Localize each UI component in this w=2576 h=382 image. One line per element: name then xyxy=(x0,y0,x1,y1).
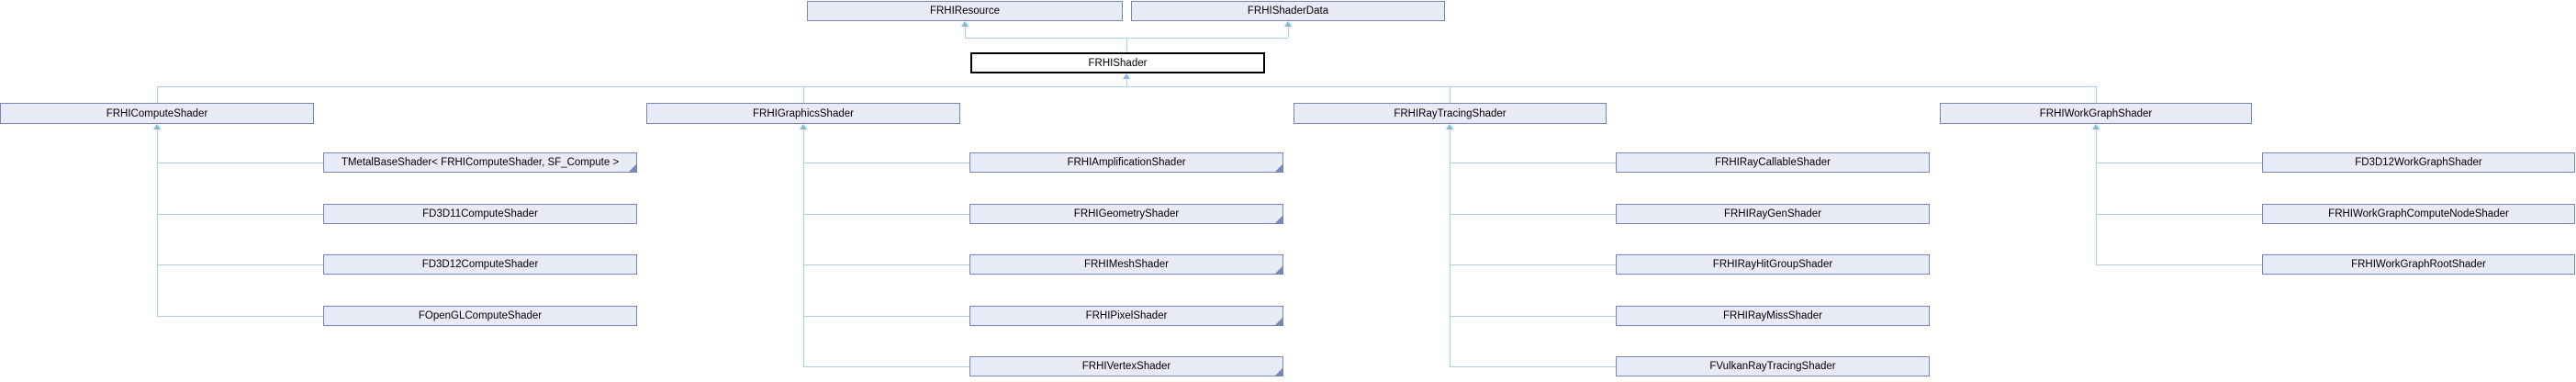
class-node-frhiworkgraphrootshader[interactable]: FRHIWorkGraphRootShader xyxy=(2262,254,2575,275)
arrowhead-up-icon xyxy=(1446,124,1453,129)
truncated-fold-icon xyxy=(1275,216,1282,223)
edge-line xyxy=(2096,86,2097,103)
class-node-label: FOpenGLComputeShader xyxy=(418,310,543,321)
truncated-fold-icon xyxy=(1275,318,1282,325)
arrowhead-up-icon xyxy=(800,124,807,129)
class-node-frhiworkgraphshader[interactable]: FRHIWorkGraphShader xyxy=(1940,103,2252,124)
class-node-frhiworkgraphcomputenodeshader[interactable]: FRHIWorkGraphComputeNodeShader xyxy=(2262,204,2575,224)
class-node-fvulkanraytracingshader[interactable]: FVulkanRayTracingShader xyxy=(1616,356,1930,376)
edge-line xyxy=(157,86,2096,87)
class-node-label: FRHIRayCallableShader xyxy=(1715,157,1831,168)
truncated-fold-icon xyxy=(1275,164,1282,172)
class-node-label: FD3D12WorkGraphShader xyxy=(2355,157,2482,168)
edge-line xyxy=(157,264,323,265)
edge-line xyxy=(803,264,969,265)
class-node-frhiresource[interactable]: FRHIResource xyxy=(807,1,1123,21)
edge-line xyxy=(1288,27,1289,38)
arrowhead-up-icon xyxy=(1123,73,1130,79)
class-node-frhirayhitgroupshader[interactable]: FRHIRayHitGroupShader xyxy=(1616,254,1930,275)
class-node-frhishaderdata[interactable]: FRHIShaderData xyxy=(1131,1,1445,21)
class-node-fd3d11computeshader[interactable]: FD3D11ComputeShader xyxy=(323,204,637,224)
class-node-fopenglcomputeshader[interactable]: FOpenGLComputeShader xyxy=(323,306,637,326)
class-node-frhigraphicsshader[interactable]: FRHIGraphicsShader xyxy=(646,103,960,124)
class-node-label: FRHIWorkGraphRootShader xyxy=(2351,259,2486,270)
class-node-tmetalbaseshader[interactable]: TMetalBaseShader< FRHIComputeShader, SF_… xyxy=(323,152,637,173)
edge-line xyxy=(803,366,969,367)
class-node-frhiraymissshader[interactable]: FRHIRayMissShader xyxy=(1616,306,1930,326)
edge-line xyxy=(1126,79,1127,86)
edge-line xyxy=(803,214,969,215)
class-node-label: FRHIRayTracingShader xyxy=(1394,107,1506,119)
edge-line xyxy=(157,214,323,215)
truncated-fold-icon xyxy=(629,164,636,172)
arrowhead-up-icon xyxy=(1284,21,1292,27)
arrowhead-up-icon xyxy=(153,124,161,129)
edge-line xyxy=(2096,264,2262,265)
edge-line xyxy=(965,27,966,38)
class-node-label: FRHIRayMissShader xyxy=(1723,310,1822,321)
class-node-frhishader: FRHIShader xyxy=(970,52,1265,73)
class-node-fd3d12workgraphshader[interactable]: FD3D12WorkGraphShader xyxy=(2262,152,2575,173)
class-node-label: FVulkanRayTracingShader xyxy=(1709,361,1836,372)
class-node-label: FD3D11ComputeShader xyxy=(422,208,538,219)
class-node-label: FRHIRayGenShader xyxy=(1723,208,1822,219)
class-node-label: FRHIMeshShader xyxy=(1083,259,1170,270)
class-node-label: FD3D12ComputeShader xyxy=(421,259,539,270)
class-node-label: FRHIGeometryShader xyxy=(1073,208,1180,219)
edge-line xyxy=(1450,316,1616,317)
edge-line xyxy=(1450,264,1616,265)
edge-line xyxy=(1126,38,1127,52)
edge-line xyxy=(157,129,158,316)
edge-line xyxy=(157,316,323,317)
edge-line xyxy=(803,129,804,366)
class-node-label: FRHIShaderData xyxy=(1247,6,1329,17)
edge-line xyxy=(1450,214,1616,215)
class-node-label: FRHIWorkGraphComputeNodeShader xyxy=(2328,208,2509,219)
class-node-frhivertexshader[interactable]: FRHIVertexShader xyxy=(969,356,1283,376)
class-node-label: FRHIAmplificationShader xyxy=(1067,157,1186,168)
edge-line xyxy=(1450,366,1616,367)
class-node-frhigeometryshader[interactable]: FRHIGeometryShader xyxy=(969,204,1283,224)
class-node-frhipixelshader[interactable]: FRHIPixelShader xyxy=(969,306,1283,326)
class-node-frhiraygenshader[interactable]: FRHIRayGenShader xyxy=(1616,204,1930,224)
class-node-label: FRHIResource xyxy=(929,6,1001,17)
class-node-label: FRHIComputeShader xyxy=(106,107,208,119)
class-node-frhiraycallableshader[interactable]: FRHIRayCallableShader xyxy=(1616,152,1930,173)
class-node-label: TMetalBaseShader< FRHIComputeShader, SF_… xyxy=(341,157,620,168)
arrowhead-up-icon xyxy=(2092,124,2100,129)
class-node-label: FRHIShader xyxy=(1088,57,1148,69)
class-node-fd3d12computeshader[interactable]: FD3D12ComputeShader xyxy=(323,254,637,275)
class-node-label: FRHIVertexShader xyxy=(1081,361,1171,372)
class-node-frhimeshshader[interactable]: FRHIMeshShader xyxy=(969,254,1283,275)
edge-line xyxy=(157,86,158,103)
class-node-label: FRHIGraphicsShader xyxy=(753,107,854,119)
edge-line xyxy=(803,316,969,317)
truncated-fold-icon xyxy=(1275,266,1282,274)
class-node-label: FRHIRayHitGroupShader xyxy=(1712,259,1833,270)
class-node-frhicomputeshader[interactable]: FRHIComputeShader xyxy=(0,103,314,124)
class-node-label: FRHIPixelShader xyxy=(1085,310,1168,321)
class-node-label: FRHIWorkGraphShader xyxy=(2039,107,2153,119)
class-node-frhiamplificationshader[interactable]: FRHIAmplificationShader xyxy=(969,152,1283,173)
class-node-frhiraytracingshader[interactable]: FRHIRayTracingShader xyxy=(1294,103,1607,124)
edge-line xyxy=(2096,129,2097,264)
arrowhead-up-icon xyxy=(961,21,969,27)
truncated-fold-icon xyxy=(1275,368,1282,376)
edge-line xyxy=(803,86,804,103)
edge-line xyxy=(2096,214,2262,215)
